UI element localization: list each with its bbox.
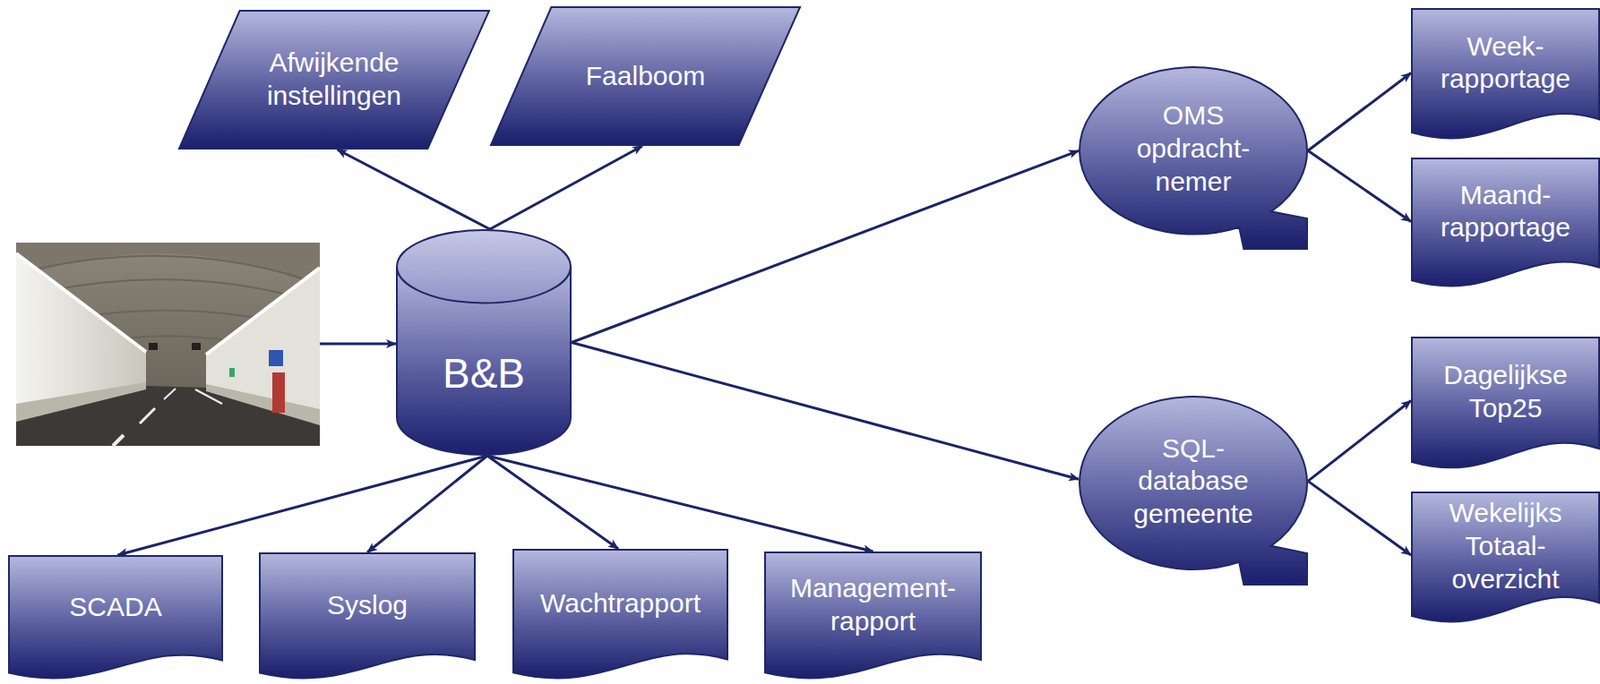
flow-arrow [1307, 150, 1411, 222]
document-outline [1411, 492, 1600, 622]
document-outline [8, 556, 223, 680]
flow-arrow [1307, 401, 1411, 482]
node-label: SQL- database gemeente [1121, 432, 1265, 532]
text-area: Afwijkende instellingen [215, 15, 454, 145]
text-area: OMS opdracht- nemer [1101, 77, 1286, 221]
flow-arrow [1307, 73, 1411, 152]
document-box: Management- rapport [764, 551, 982, 681]
document-box: Wachtrapport [512, 549, 729, 681]
document-box: Maand- rapportage [1410, 157, 1600, 289]
node-label: SCADA [68, 591, 162, 625]
data-parallelogram: Afwijkende instellingen [178, 9, 491, 150]
text-area: Syslog [266, 556, 469, 655]
text-area: SQL- database gemeente [1101, 407, 1286, 556]
flow-arrow [487, 455, 619, 550]
storage-callout: SQL- database gemeente [1078, 395, 1308, 586]
callout-bubble-outline [1079, 67, 1308, 250]
flow-arrow [336, 149, 490, 230]
flow-arrow [571, 343, 1079, 481]
document-box: Syslog [258, 552, 476, 681]
node-label: Management- rapport [781, 572, 965, 638]
document-outline [1411, 8, 1600, 138]
node-label: Wachtrapport [540, 587, 701, 621]
document-outline [259, 553, 475, 680]
document-outline [765, 552, 981, 679]
tunnel-photo [16, 242, 320, 447]
document-box: SCADA [8, 555, 224, 681]
cylinder-top [396, 230, 571, 303]
node-label: Dagelijkse Top25 [1431, 359, 1580, 425]
document-outline [1411, 337, 1600, 468]
text-area: Week- rapportage [1418, 11, 1593, 114]
flow-arrow [1307, 481, 1411, 556]
callout-bubble-outline [1079, 396, 1308, 585]
database-cylinder: B&B [395, 229, 572, 456]
photo-arrow [319, 343, 396, 346]
text-area: Management- rapport [771, 555, 975, 655]
node-label: Maand- rapportage [1431, 179, 1580, 245]
text-area: B&B [401, 303, 567, 442]
flow-arrow [490, 146, 643, 230]
parallelogram-outline [490, 7, 800, 146]
document-outline [513, 550, 728, 679]
flow-arrow [571, 150, 1079, 343]
parallelogram-outline [179, 10, 490, 149]
para-shape [178, 9, 491, 150]
data-parallelogram: Faalboom [490, 6, 801, 147]
text-area: Wekelijks Totaal- overzicht [1418, 495, 1593, 598]
flow-arrow [117, 455, 488, 556]
node-label: Afwijkende instellingen [256, 46, 413, 112]
flow-arrow [487, 455, 874, 552]
text-area: Dagelijkse Top25 [1418, 340, 1593, 444]
node-label: Syslog [326, 589, 408, 623]
storage-callout: OMS opdracht- nemer [1078, 66, 1308, 250]
text-area: Wachtrapport [519, 552, 722, 655]
document-box: Week- rapportage [1410, 8, 1600, 141]
text-area: Faalboom [526, 11, 765, 141]
node-label: Week- rapportage [1431, 30, 1580, 96]
text-area: Maand- rapportage [1418, 161, 1593, 263]
node-label: Wekelijks Totaal- overzicht [1431, 497, 1580, 596]
node-label: Faalboom [585, 60, 706, 94]
cyl-shape [395, 229, 572, 456]
document-box: Wekelijks Totaal- overzicht [1410, 491, 1600, 625]
document-outline [1411, 158, 1600, 286]
database-label: B&B [442, 348, 525, 399]
document-box: Dagelijkse Top25 [1410, 336, 1600, 471]
text-area: SCADA [15, 559, 216, 656]
flow-arrow [367, 455, 488, 553]
node-label: OMS opdracht- nemer [1121, 99, 1265, 198]
